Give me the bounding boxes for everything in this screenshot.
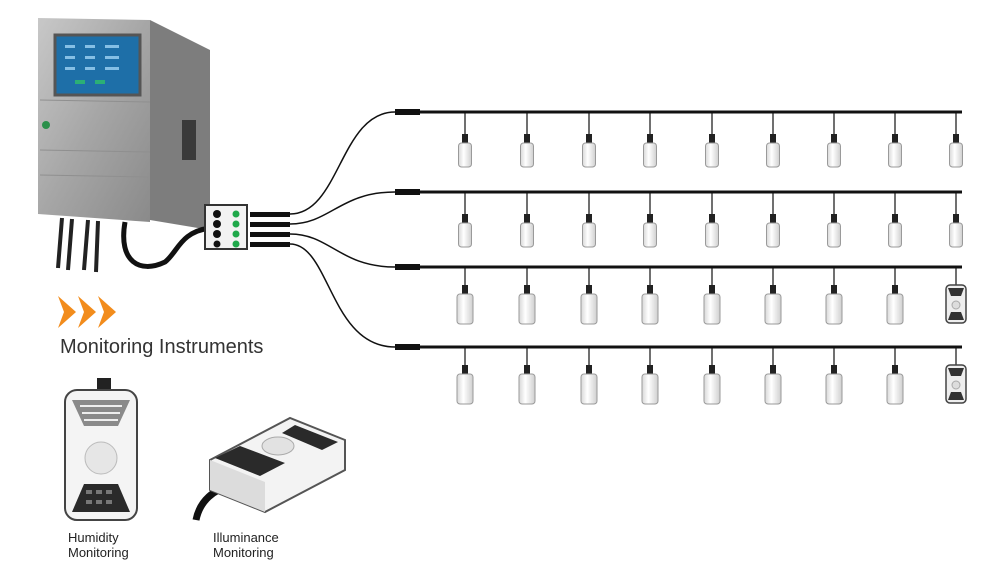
hanging-probe-icon: [705, 192, 719, 248]
hanging-probe-icon: [949, 192, 963, 248]
hanging-probe-icon: [949, 112, 963, 168]
hanging-probe-icon: [886, 347, 904, 405]
hanging-probe-icon: [764, 267, 782, 325]
hanging-probe-icon: [518, 347, 536, 405]
sensor-module-icon: [945, 347, 967, 404]
hanging-probe-icon: [643, 192, 657, 248]
humidity-sensor-icon: [64, 378, 138, 521]
hanging-probe-icon: [458, 112, 472, 168]
sensor-rail: [395, 344, 967, 405]
illuminance-caption-line2: Monitoring: [213, 545, 274, 560]
humidity-caption: Humidity Monitoring: [68, 530, 129, 560]
hanging-probe-icon: [643, 112, 657, 168]
hanging-probe-icon: [456, 347, 474, 405]
hanging-probe-icon: [764, 347, 782, 405]
hanging-probe-icon: [520, 112, 534, 168]
hanging-probe-icon: [825, 267, 843, 325]
sensor-module-icon: [945, 267, 967, 324]
hanging-probe-icon: [827, 112, 841, 168]
hanging-probe-icon: [827, 192, 841, 248]
hanging-probe-icon: [518, 267, 536, 325]
hanging-probe-icon: [580, 347, 598, 405]
sensor-rail: [395, 189, 963, 248]
chevron-arrows-icon: [58, 296, 116, 328]
sensor-rail: [395, 109, 963, 168]
hanging-probe-icon: [705, 112, 719, 168]
hanging-probe-icon: [456, 267, 474, 325]
hanging-probe-icon: [641, 267, 659, 325]
hanging-probe-icon: [888, 192, 902, 248]
illuminance-caption-line1: Illuminance: [213, 530, 279, 545]
section-heading: Monitoring Instruments: [60, 336, 264, 358]
hanging-probe-icon: [520, 192, 534, 248]
humidity-caption-line1: Humidity: [68, 530, 119, 545]
hanging-probe-icon: [766, 112, 780, 168]
humidity-caption-line2: Monitoring: [68, 545, 129, 560]
hanging-probe-icon: [825, 347, 843, 405]
hanging-probe-icon: [641, 347, 659, 405]
display-screen: [65, 45, 119, 84]
hanging-probe-icon: [886, 267, 904, 325]
hanging-probe-icon: [703, 267, 721, 325]
hanging-probe-icon: [703, 347, 721, 405]
hanging-probe-icon: [582, 192, 596, 248]
hanging-probe-icon: [580, 267, 598, 325]
hanging-probe-icon: [458, 192, 472, 248]
cable-network: [289, 111, 396, 348]
sensor-rails: [395, 109, 967, 405]
hanging-probe-icon: [582, 112, 596, 168]
sensor-rail: [395, 264, 967, 325]
hanging-probe-icon: [766, 192, 780, 248]
control-cabinet-icon: [38, 18, 211, 273]
illuminance-caption: Illuminance Monitoring: [213, 530, 279, 560]
junction-box-icon: [204, 204, 290, 250]
illuminance-sensor-icon: [192, 416, 346, 521]
hanging-probe-icon: [888, 112, 902, 168]
